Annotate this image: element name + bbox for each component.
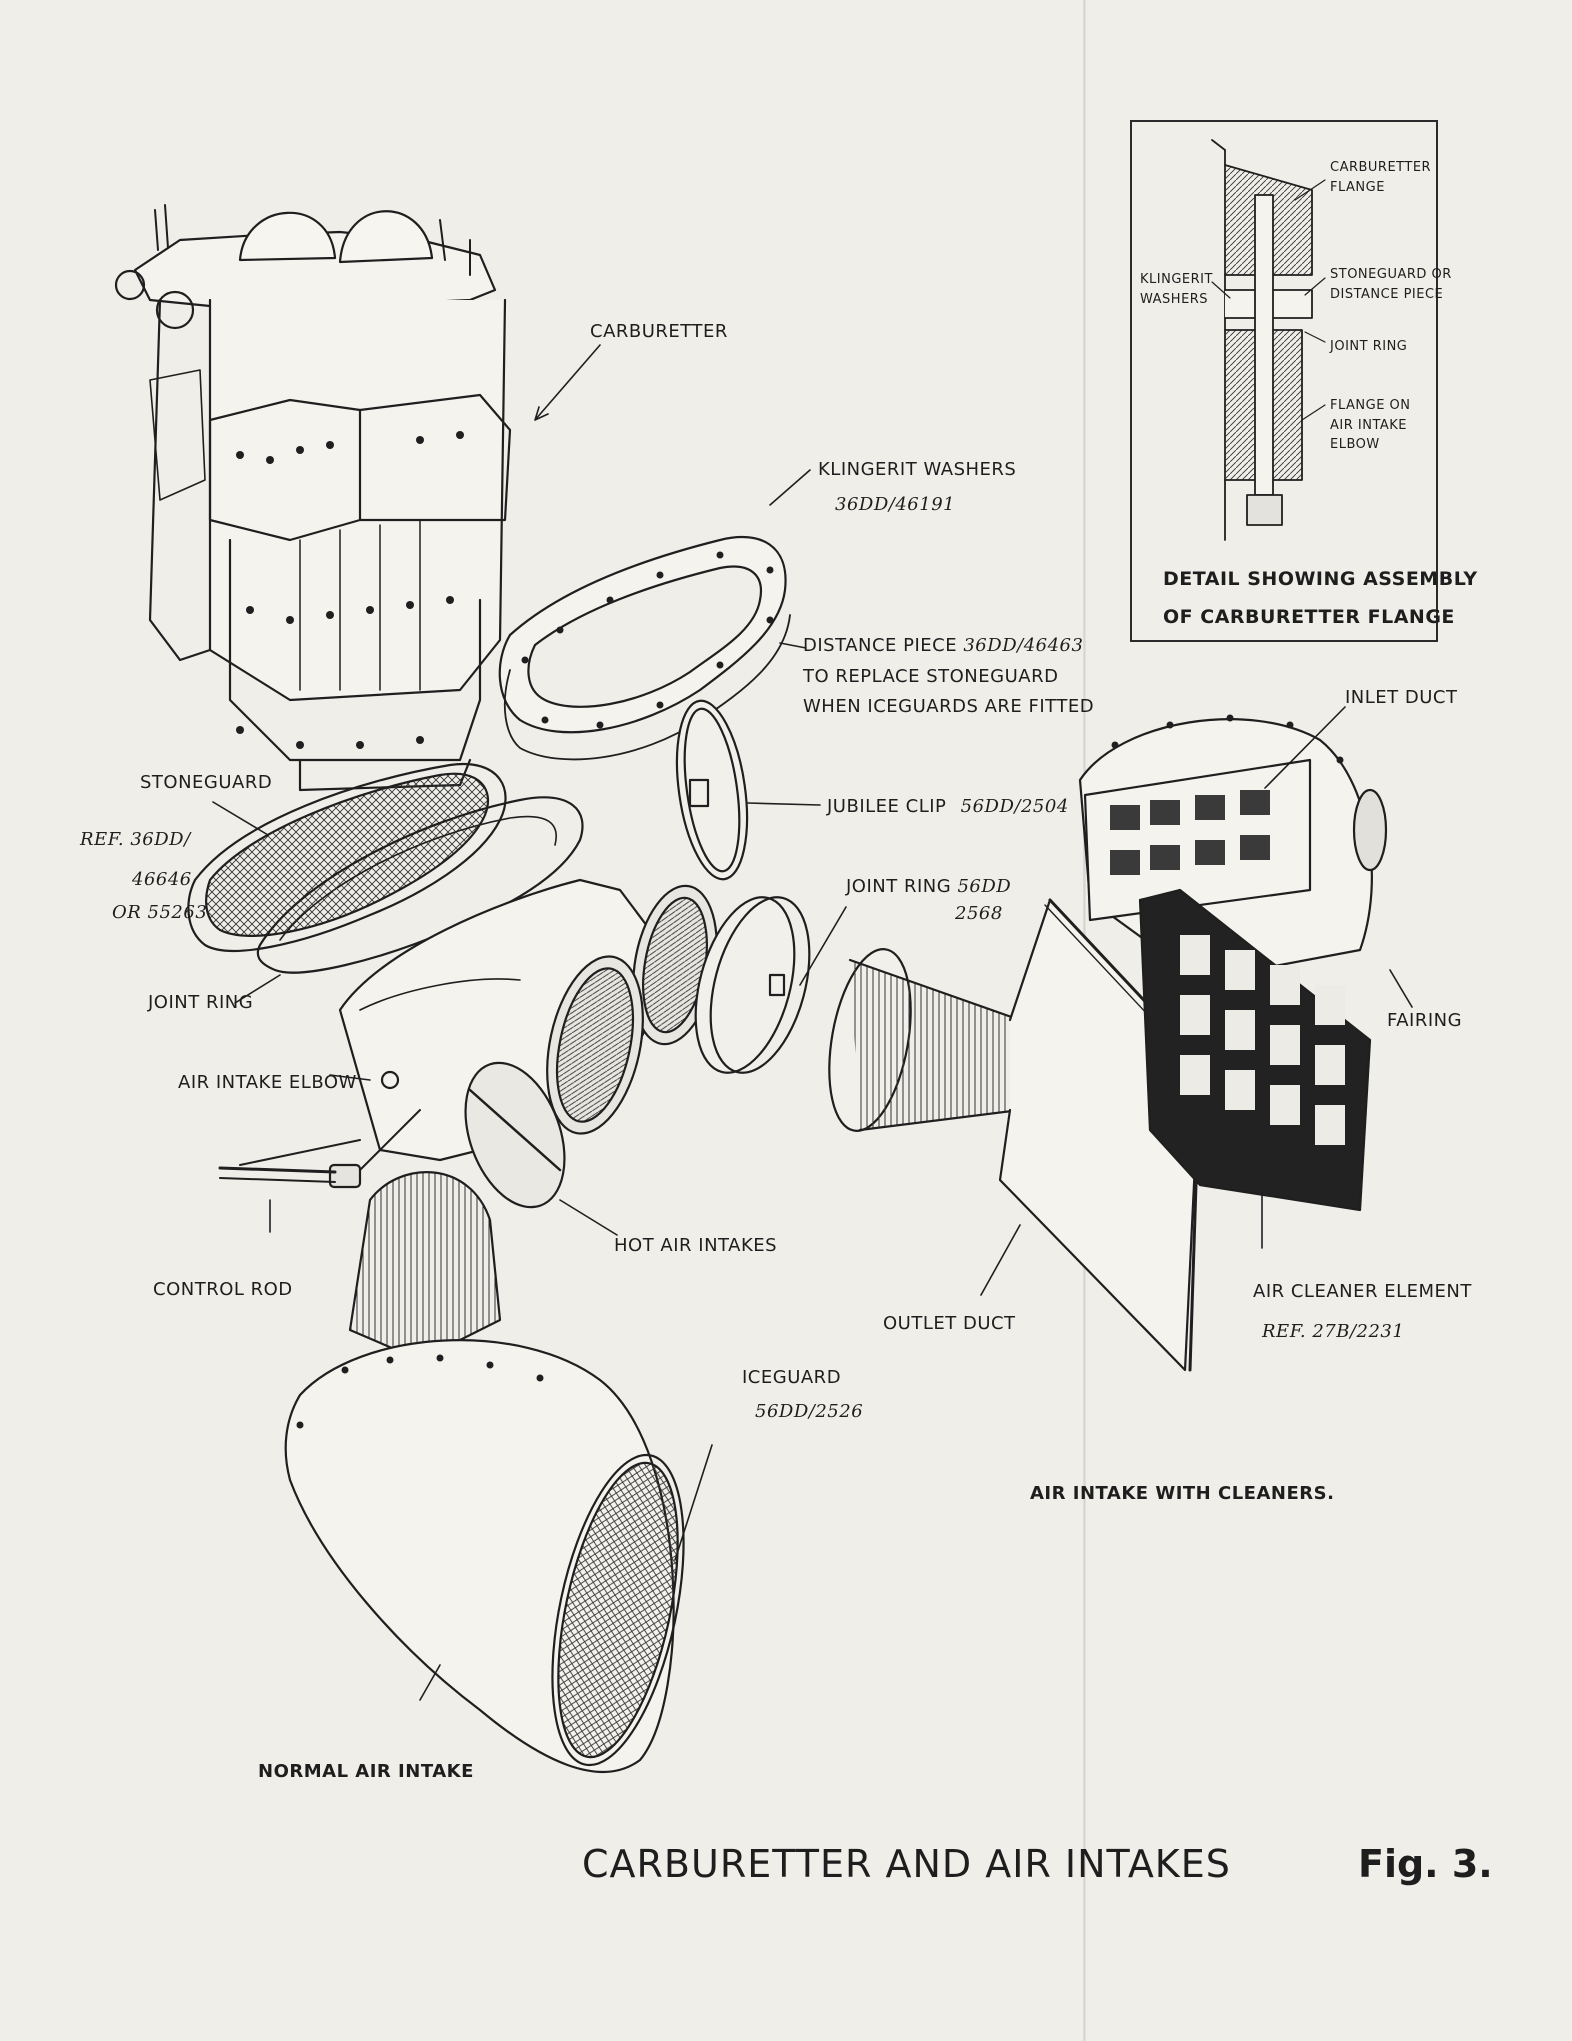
stoneguard-drawing [187,762,507,952]
label-klingerit-washers: KLINGERIT WASHERS [818,459,1017,480]
detail-carburetter-flange: CARBURETTER FLANGE [1330,158,1431,197]
detail-klingerit-line1: KLINGERIT [1140,272,1213,287]
label-distance-piece-3: WHEN ICEGUARDS ARE FITTED [803,696,1095,717]
normal-air-intake-drawing [284,1171,685,1774]
figure-number: Fig. 3. [1358,1842,1493,1886]
jubilee-clip-drawing [675,699,749,881]
joint-ring-lower-drawing [256,796,584,974]
ref-air-cleaner: REF. 27B/2231 [1262,1321,1405,1342]
detail-flange-line1: FLANGE ON [1330,398,1411,413]
detail-joint-ring: JOINT RING [1330,339,1408,354]
distance-piece-text: DISTANCE PIECE [803,635,958,656]
ref-klingerit: 36DD/46191 [835,494,956,515]
label-normal-air-intake: NORMAL AIR INTAKE [258,1761,474,1782]
label-air-cleaner-element: AIR CLEANER ELEMENT [1253,1281,1472,1302]
detail-title: DETAIL SHOWING ASSEMBLY OF CARBURETTER F… [1163,560,1478,636]
detail-title-line1: DETAIL SHOWING ASSEMBLY [1163,568,1478,590]
label-fairing: FAIRING [1387,1010,1463,1031]
ref-joint-ring-upper-b: 2568 [955,903,1003,924]
air-cleaner-element-drawing [1138,888,1372,1212]
detail-title-line2: OF CARBURETTER FLANGE [1163,606,1455,628]
detail-klingerit: KLINGERIT WASHERS [1140,270,1213,309]
inlet-duct-drawing [1078,714,1388,982]
control-rod-drawing [218,1166,337,1183]
detail-klingerit-line2: WASHERS [1140,291,1209,307]
detail-carburetter-flange-line1: CARBURETTER [1330,160,1432,175]
joint-ring-upper-text: JOINT RING [846,876,952,897]
label-air-intake-with-cleaners: AIR INTAKE WITH CLEANERS. [1030,1483,1335,1504]
carburetter-drawing [114,204,512,792]
ref-iceguard: 56DD/2526 [755,1401,864,1422]
label-inlet-duct: INLET DUCT [1345,687,1458,708]
klingerit-washers-drawing [498,535,791,761]
detail-flange-line3: ELBOW [1330,437,1380,452]
ref-jubilee-clip: 56DD/2504 [960,796,1069,817]
leader-lines [212,344,1413,1701]
label-air-intake-elbow: AIR INTAKE ELBOW [178,1072,357,1093]
label-distance-piece: DISTANCE PIECE 36DD/46463 [803,635,1084,657]
detail-flange-on-elbow: FLANGE ON AIR INTAKE ELBOW [1330,396,1411,455]
ref-joint-ring-upper-a: 56DD [957,876,1012,897]
detail-stoneguard: STONEGUARD OR DISTANCE PIECE [1330,265,1452,304]
flange-detail-drawing [1211,139,1313,541]
ref-stoneguard-a: REF. 36DD/ [80,829,191,850]
label-joint-ring-lower: JOINT RING [148,992,254,1013]
label-jubilee-clip: JUBILEE CLIP 56DD/2504 [827,796,1069,818]
label-control-rod: CONTROL ROD [153,1279,293,1300]
label-outlet-duct: OUTLET DUCT [883,1313,1016,1334]
ref-stoneguard-c: OR 55263 [112,902,208,923]
label-hot-air-intakes: HOT AIR INTAKES [614,1235,778,1256]
ref-distance-piece: 36DD/46463 [963,635,1084,656]
flange-detail-box [1130,120,1438,642]
label-distance-piece-2: TO REPLACE STONEGUARD [803,666,1059,687]
hot-air-intakes-drawing [239,1061,566,1209]
figure-caption: CARBURETTER AND AIR INTAKES [582,1842,1231,1886]
label-stoneguard: STONEGUARD [140,772,273,793]
detail-flange-line2: AIR INTAKE [1330,417,1408,433]
detail-leader-lines [1211,179,1326,421]
joint-ring-upper-drawing [694,896,811,1074]
label-carburetter: CARBURETTER [590,321,728,342]
label-iceguard: ICEGUARD [742,1367,842,1388]
jubilee-clip-text: JUBILEE CLIP [827,796,947,817]
detail-stoneguard-line2: DISTANCE PIECE [1330,286,1444,302]
detail-stoneguard-line1: STONEGUARD OR [1330,267,1452,282]
label-joint-ring-upper: JOINT RING 56DD [846,876,1012,898]
ref-stoneguard-b: 46646 [132,869,192,890]
detail-carburetter-flange-line2: FLANGE [1330,179,1385,195]
